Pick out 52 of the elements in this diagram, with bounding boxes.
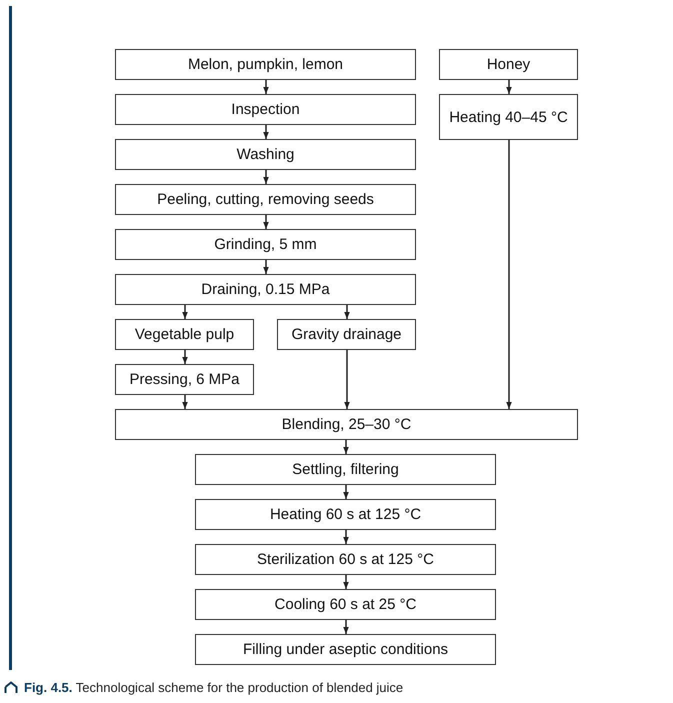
step-label: Settling, filtering — [292, 462, 399, 477]
step-label: Sterilization 60 s at 125 °C — [257, 552, 434, 567]
process-box — [115, 184, 416, 215]
arrow — [182, 350, 188, 364]
figure-caption: Fig. 4.5. Technological scheme for the production of blended juice — [24, 680, 404, 695]
step-label: Vegetable pulp — [134, 327, 234, 342]
step-label: Honey — [486, 57, 530, 72]
step-label: Gravity drainage — [291, 327, 402, 342]
arrow — [343, 440, 349, 454]
step-label: Peeling, cutting, removing seeds — [157, 192, 374, 207]
arrow — [506, 80, 512, 94]
arrow — [343, 530, 349, 544]
arrow — [506, 140, 512, 409]
arrow — [263, 80, 269, 94]
step-label: Melon, pumpkin, lemon — [188, 57, 344, 72]
process-box — [277, 319, 416, 350]
process-box — [439, 94, 578, 140]
arrow — [343, 575, 349, 589]
process-box — [115, 319, 254, 350]
arrow — [263, 170, 269, 184]
arrow — [344, 350, 350, 409]
arrow — [343, 620, 349, 634]
process-box — [115, 409, 578, 440]
process-box — [439, 49, 578, 80]
process-box — [115, 139, 416, 170]
step-label: Cooling 60 s at 25 °C — [274, 597, 416, 612]
step-label: Washing — [236, 147, 294, 162]
arrow — [343, 485, 349, 499]
process-box — [195, 454, 496, 485]
step-label: Blending, 25–30 °C — [282, 417, 412, 432]
process-box — [115, 229, 416, 260]
step-label: Heating 60 s at 125 °C — [270, 507, 422, 522]
step-label: Heating 40–45 °C — [449, 110, 568, 124]
process-box — [115, 94, 416, 125]
process-box — [195, 499, 496, 530]
step-label: Pressing, 6 MPa — [129, 372, 240, 387]
arrow — [344, 305, 350, 319]
arrow — [263, 125, 269, 139]
arrow — [263, 215, 269, 229]
step-label: Draining, 0.15 MPa — [201, 282, 330, 297]
arrow — [182, 305, 188, 319]
process-box — [195, 589, 496, 620]
process-box — [115, 364, 254, 395]
step-label: Filling under aseptic conditions — [242, 642, 448, 657]
step-label: Inspection — [231, 102, 300, 117]
process-box — [195, 544, 496, 575]
process-box — [115, 274, 416, 305]
process-box — [195, 634, 496, 665]
arrow — [263, 260, 269, 274]
process-box — [115, 49, 416, 80]
step-label: Grinding, 5 mm — [214, 237, 317, 252]
arrow — [182, 395, 188, 409]
